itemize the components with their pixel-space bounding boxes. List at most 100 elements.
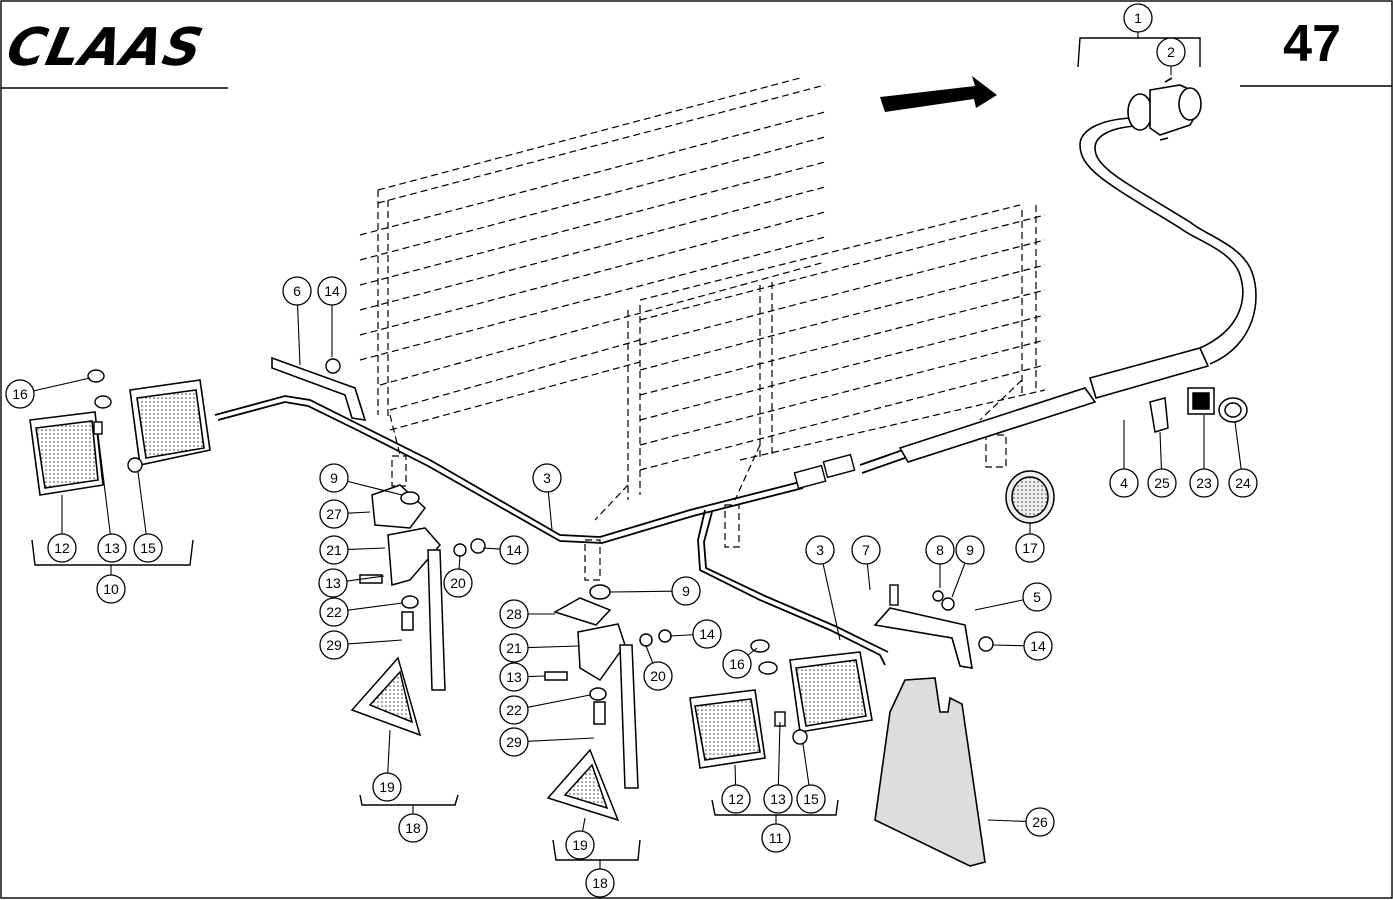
callout-leader-20 xyxy=(458,555,461,570)
callout-number: 14 xyxy=(506,542,522,558)
callout-14: 14 xyxy=(317,276,347,306)
callout-15: 15 xyxy=(796,784,826,814)
callout-leader-7 xyxy=(866,563,871,591)
callout-number: 1 xyxy=(1134,10,1142,26)
callout-number: 18 xyxy=(592,875,608,891)
callout-1: 1 xyxy=(1123,3,1153,33)
small-clips xyxy=(1149,387,1248,433)
callout-number: 14 xyxy=(699,626,715,642)
callout-19: 19 xyxy=(372,772,402,802)
harness-plug xyxy=(793,453,856,490)
left-bracket xyxy=(271,356,367,421)
callout-18: 18 xyxy=(398,813,428,843)
trailer-body-outline xyxy=(359,77,1046,581)
callout-leader-21 xyxy=(527,645,579,649)
callout-17: 17 xyxy=(1015,533,1045,563)
cable-sleeve xyxy=(898,117,1257,463)
callout-number: 14 xyxy=(1030,638,1046,654)
callout-6: 6 xyxy=(282,276,312,306)
callout-3: 3 xyxy=(532,463,562,493)
callout-number: 9 xyxy=(682,583,690,599)
callout-9: 9 xyxy=(671,576,701,606)
callout-number: 15 xyxy=(803,791,819,807)
callout-leader-16 xyxy=(747,647,758,656)
callout-13: 13 xyxy=(499,662,529,692)
callout-14: 14 xyxy=(499,535,529,565)
callout-number: 12 xyxy=(728,791,744,807)
callout-leader-6 xyxy=(297,304,301,366)
callout-22: 22 xyxy=(499,695,529,725)
callout-7: 7 xyxy=(851,535,881,565)
callout-8: 8 xyxy=(925,535,955,565)
callout-2: 2 xyxy=(1156,37,1186,67)
callout-11: 11 xyxy=(761,823,791,853)
callout-leader-19 xyxy=(387,729,391,774)
callout-20: 20 xyxy=(643,661,673,691)
callout-number: 28 xyxy=(506,606,522,622)
callout-number: 24 xyxy=(1235,475,1251,491)
callout-16: 16 xyxy=(5,379,35,409)
callout-15: 15 xyxy=(133,533,163,563)
callout-leader-25 xyxy=(1159,431,1163,470)
callout-number: 5 xyxy=(1033,589,1041,605)
callout-14: 14 xyxy=(1023,631,1053,661)
callout-number: 7 xyxy=(862,542,870,558)
callout-number: 20 xyxy=(650,668,666,684)
callout-number: 19 xyxy=(379,779,395,795)
callout-19: 19 xyxy=(565,830,595,860)
callout-23: 23 xyxy=(1189,468,1219,498)
callout-number: 22 xyxy=(326,604,342,620)
right-bracket xyxy=(873,607,973,669)
callout-leader-16 xyxy=(33,377,91,392)
callout-leader-9 xyxy=(951,562,966,598)
callout-leader-22 xyxy=(527,694,591,708)
callout-number: 17 xyxy=(1022,540,1038,556)
callout-9: 9 xyxy=(955,535,985,565)
callout-number: 3 xyxy=(816,542,824,558)
callout-leader-20 xyxy=(645,645,654,664)
left-tail-lamp xyxy=(29,379,211,496)
callout-number: 16 xyxy=(12,386,28,402)
callout-number: 10 xyxy=(103,581,119,597)
callout-number: 13 xyxy=(770,791,786,807)
callout-18: 18 xyxy=(585,868,615,898)
callout-number: 21 xyxy=(326,542,342,558)
callout-leader-3 xyxy=(547,491,553,531)
callout-number: 13 xyxy=(325,575,341,591)
callout-number: 12 xyxy=(54,540,70,556)
callout-29: 29 xyxy=(319,630,349,660)
callout-leader-14 xyxy=(669,634,694,637)
callout-22: 22 xyxy=(319,597,349,627)
callout-leader-3 xyxy=(822,563,841,641)
callout-number: 29 xyxy=(326,637,342,653)
callout-leader-14 xyxy=(482,547,501,550)
callout-number: 2 xyxy=(1167,44,1175,60)
callout-leaders xyxy=(33,32,1242,869)
callout-number: 29 xyxy=(506,734,522,750)
callout-leader-15 xyxy=(802,743,810,786)
page-number: 47 xyxy=(1283,15,1341,73)
mud-flap xyxy=(874,677,986,867)
callout-number: 22 xyxy=(506,702,522,718)
callout-number: 11 xyxy=(769,830,784,846)
callout-leader-22 xyxy=(347,602,403,611)
nut xyxy=(325,358,341,374)
callout-leader-29 xyxy=(347,639,403,645)
callout-number: 13 xyxy=(506,669,522,685)
callout-number: 14 xyxy=(324,283,340,299)
callout-leader-5 xyxy=(974,599,1024,611)
callout-leader-9 xyxy=(347,480,403,496)
callout-14: 14 xyxy=(692,619,722,649)
callout-number: 27 xyxy=(326,506,342,522)
callout-13: 13 xyxy=(318,568,348,598)
callout-20: 20 xyxy=(443,568,473,598)
callout-number: 20 xyxy=(450,575,466,591)
callout-number: 21 xyxy=(506,640,522,656)
callout-leader-19 xyxy=(582,817,586,832)
callout-number: 25 xyxy=(1154,475,1170,491)
callout-leader-9 xyxy=(609,590,673,593)
callout-29: 29 xyxy=(499,727,529,757)
left-bulbs xyxy=(87,369,143,473)
